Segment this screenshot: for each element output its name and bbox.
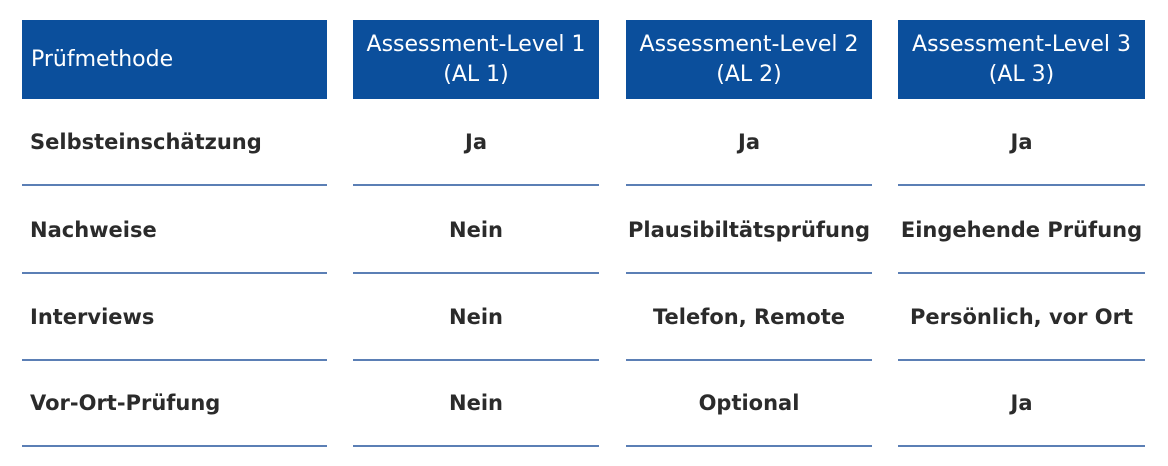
header-al3-abbrev: (AL 3) [988,61,1055,87]
header-method-label: Prüfmethode [31,46,174,72]
row-interviews-label: Interviews [22,275,327,361]
row-vor-ort-pruefung-al1: Nein [353,361,599,447]
header-al1-abbrev: (AL 1) [443,61,509,87]
header-al2-abbrev: (AL 2) [716,61,782,87]
header-cell-method: Prüfmethode [22,20,327,99]
cell-value: Nein [449,391,503,415]
row-vor-ort-pruefung-al3: Ja [898,361,1145,447]
cell-value: Ja [738,130,760,154]
row-selbsteinschaetzung-label: Selbsteinschätzung [22,100,327,186]
row-selbsteinschaetzung-al3: Ja [898,100,1145,186]
method-label: Nachweise [30,218,157,242]
method-label: Selbsteinschätzung [30,130,262,154]
row-nachweise-label: Nachweise [22,188,327,274]
cell-value: Nein [449,218,503,242]
row-interviews-al2: Telefon, Remote [626,275,872,361]
row-selbsteinschaetzung-al2: Ja [626,100,872,186]
row-interviews-al3: Persönlich, vor Ort [898,275,1145,361]
row-nachweise-al1: Nein [353,188,599,274]
header-al1-title: Assessment-Level 1 [366,31,586,57]
header-cell-al2: Assessment-Level 2 (AL 2) [626,20,872,99]
row-vor-ort-pruefung-label: Vor-Ort-Prüfung [22,361,327,447]
row-nachweise-al2: Plausibiltätsprüfung [626,188,872,274]
method-label: Vor-Ort-Prüfung [30,391,221,415]
cell-value: Ja [1010,391,1033,415]
header-cell-al3: Assessment-Level 3 (AL 3) [898,20,1145,99]
method-label: Interviews [30,305,155,329]
cell-value: Eingehende Prüfung [900,218,1143,242]
cell-value: Plausibiltätsprüfung [628,218,870,242]
cell-value: Nein [449,305,503,329]
cell-value: Ja [1010,130,1033,154]
row-selbsteinschaetzung-al1: Ja [353,100,599,186]
row-nachweise-al3: Eingehende Prüfung [898,188,1145,274]
cell-value: Ja [465,130,487,154]
row-vor-ort-pruefung-al2: Optional [626,361,872,447]
row-interviews-al1: Nein [353,275,599,361]
cell-value: Optional [698,391,800,415]
cell-value: Telefon, Remote [652,305,846,329]
header-cell-al1: Assessment-Level 1 (AL 1) [353,20,599,99]
cell-value: Persönlich, vor Ort [910,305,1133,329]
header-al3-title: Assessment-Level 3 [912,31,1131,57]
header-al2-title: Assessment-Level 2 [639,31,859,57]
